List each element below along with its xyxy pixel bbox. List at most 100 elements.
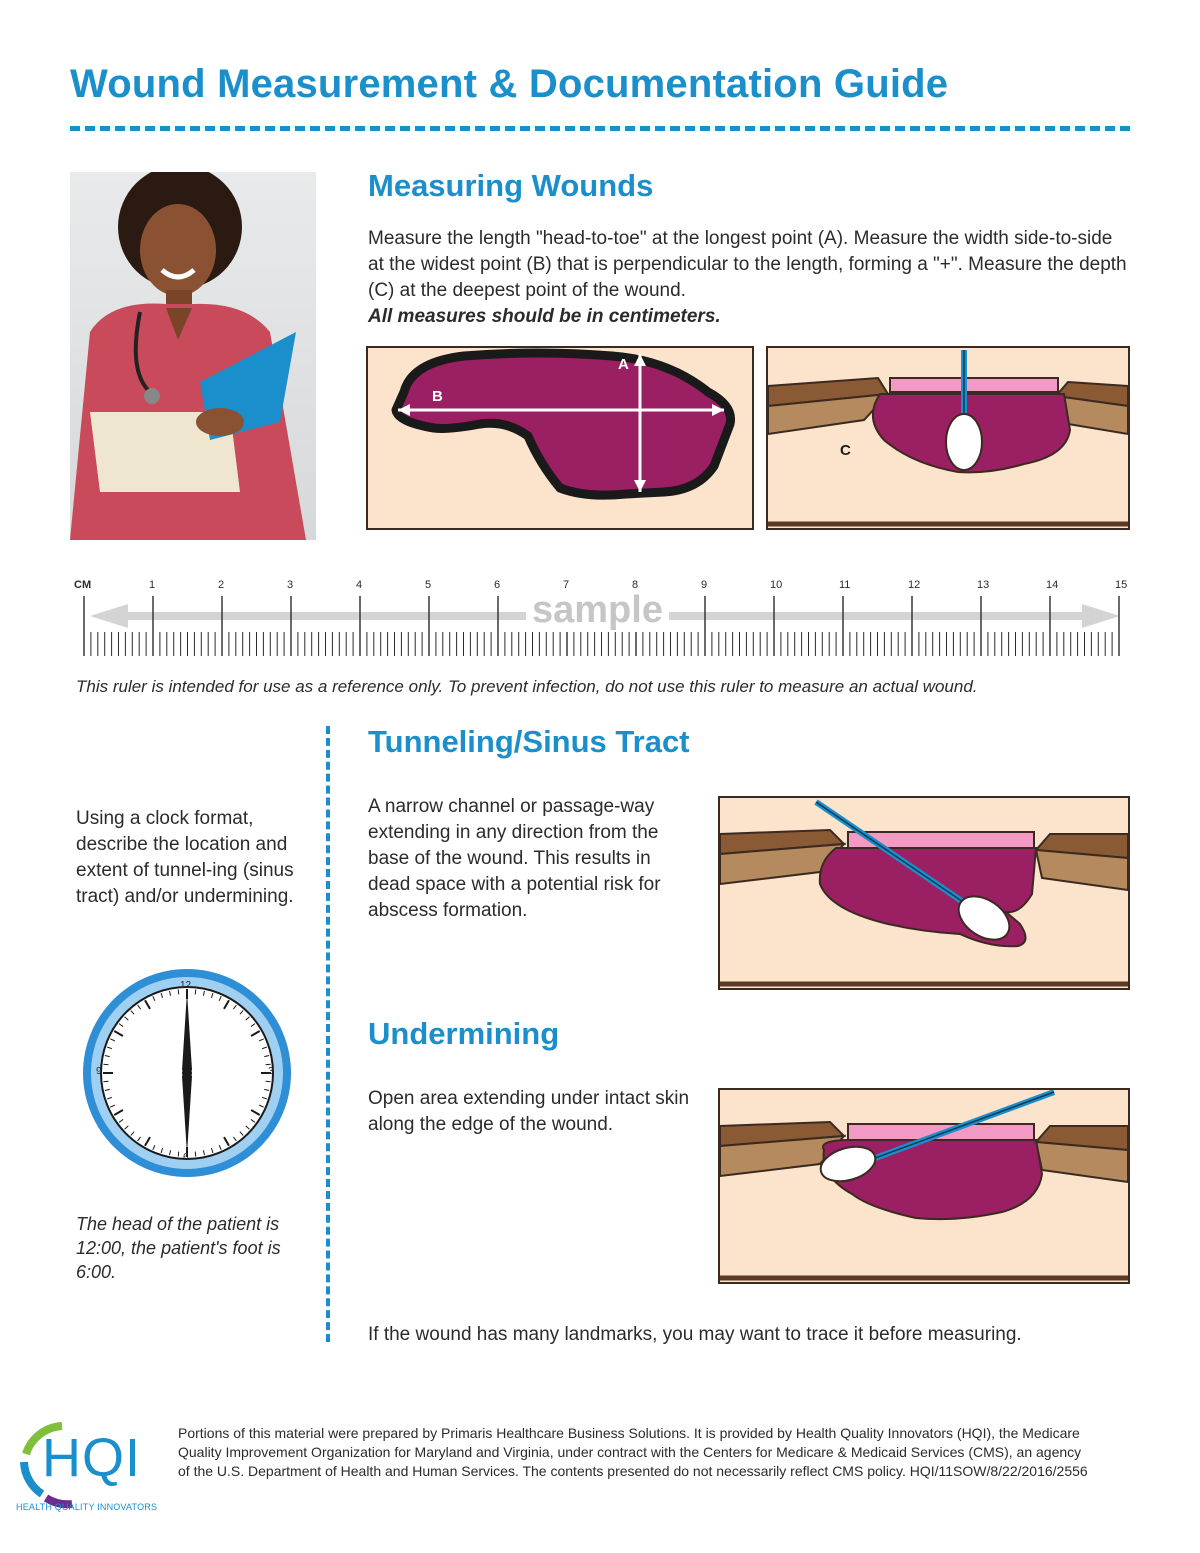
- ruler-number: 6: [494, 579, 501, 591]
- clock-minute-tick: [169, 990, 172, 996]
- clock-minute-tick: [160, 992, 164, 999]
- clock-minute-tick: [124, 1016, 129, 1021]
- undermining-body: Open area extending under intact skin al…: [368, 1088, 690, 1135]
- ruler-number: 11: [839, 579, 851, 591]
- ruler-number: 9: [701, 579, 708, 591]
- logo-text: HQI: [42, 1428, 142, 1488]
- clock-minute-tick: [218, 996, 222, 1002]
- clock-instructions: Using a clock format, describe the locat…: [76, 808, 294, 907]
- clock-minute-tick: [239, 1131, 244, 1136]
- label-a: A: [618, 356, 629, 373]
- tunneling-body: A narrow channel or passage-way extendin…: [368, 796, 661, 921]
- clock-minute-tick: [218, 1144, 222, 1150]
- clock-label-6: 6: [183, 1152, 189, 1163]
- clock-minute-tick: [258, 1038, 264, 1042]
- ruler-number: 2: [218, 579, 225, 591]
- clock-minute-tick: [202, 990, 205, 996]
- clock-hour-tick: [250, 1030, 261, 1037]
- clock-minute-tick: [265, 1080, 271, 1083]
- clock-minute-tick: [152, 1144, 156, 1150]
- clock-minute-tick: [137, 1004, 141, 1010]
- ruler-number: 5: [425, 579, 432, 591]
- undermining-heading: Undermining: [368, 1016, 560, 1051]
- clock-label-12: 12: [180, 980, 192, 991]
- clock-minute-tick: [124, 1125, 129, 1130]
- clock-minute-tick: [250, 1119, 256, 1123]
- clock-hour-tick: [223, 1136, 230, 1147]
- ruler-number: 7: [563, 579, 570, 591]
- clock-minute-tick: [265, 1063, 271, 1066]
- clock-minute-tick: [104, 1088, 110, 1091]
- clock-hour-tick: [113, 1109, 124, 1116]
- title-divider: [70, 126, 1130, 131]
- clock-minute-tick: [104, 1055, 110, 1058]
- clock-minute-tick: [194, 1151, 197, 1157]
- footer-disclaimer: Portions of this material were prepared …: [178, 1425, 1088, 1479]
- clock-hour-tick: [144, 999, 151, 1010]
- clock-minute-tick: [103, 1063, 109, 1066]
- ruler-number: 14: [1046, 579, 1059, 591]
- clock-minute-tick: [261, 1096, 268, 1100]
- clock-hour-tick: [113, 1030, 124, 1037]
- ruler-number: 13: [977, 579, 990, 591]
- ruler-unit-label: CM: [74, 579, 92, 591]
- clock-minute-tick: [233, 1004, 237, 1010]
- clock-minute-tick: [177, 1151, 180, 1157]
- clock-minute-tick: [233, 1136, 237, 1142]
- ruler-watermark: sample: [526, 588, 669, 632]
- clock-minute-tick: [160, 1147, 164, 1154]
- clock-minute-tick: [210, 992, 214, 999]
- ruler-number: 4: [356, 579, 363, 591]
- ruler-number: 15: [1115, 579, 1128, 591]
- nurse-photo: [70, 172, 316, 540]
- clock-minute-tick: [177, 989, 180, 995]
- page-title: Wound Measurement & Documentation Guide: [70, 62, 949, 106]
- wound-length-width-diagram: A B: [366, 346, 754, 530]
- label-c: C: [840, 442, 851, 459]
- clock-minute-tick: [194, 989, 197, 995]
- clock-minute-tick: [110, 1038, 116, 1042]
- clock-minute-tick: [137, 1136, 141, 1142]
- clock-minute-tick: [245, 1016, 250, 1021]
- label-b: B: [432, 388, 443, 405]
- clock-minute-tick: [106, 1046, 113, 1050]
- clock-minute-tick: [110, 1104, 116, 1108]
- clock-minute-tick: [261, 1046, 268, 1050]
- clock-caption: The head of the patient is 12:00, the pa…: [76, 1214, 281, 1282]
- clock-label-3: 3: [268, 1066, 274, 1077]
- clock-minute-tick: [210, 1147, 214, 1154]
- ruler-number: 8: [632, 579, 639, 591]
- trace-tip: If the wound has many landmarks, you may…: [368, 1324, 1022, 1345]
- ruler-number: 12: [908, 579, 921, 591]
- wound-depth-diagram: C: [766, 346, 1130, 530]
- clock-minute-tick: [103, 1080, 109, 1083]
- clock-diagram: 12 3 6 9: [80, 966, 294, 1180]
- clock-minute-tick: [106, 1096, 113, 1100]
- clock-minute-tick: [264, 1088, 270, 1091]
- clock-minute-tick: [245, 1125, 250, 1130]
- clock-minute-tick: [202, 1150, 205, 1156]
- clock-minute-tick: [264, 1055, 270, 1058]
- ruler-number: 10: [770, 579, 783, 591]
- clock-minute-tick: [130, 1131, 135, 1136]
- clock-minute-tick: [169, 1150, 172, 1156]
- undermining-diagram: [718, 1088, 1130, 1284]
- ruler-number: 3: [287, 579, 294, 591]
- clock-minute-tick: [130, 1010, 135, 1015]
- clock-hour-tick: [250, 1109, 261, 1116]
- clock-minute-tick: [118, 1119, 124, 1123]
- tunneling-diagram: [718, 796, 1130, 990]
- clock-minute-tick: [118, 1023, 124, 1027]
- clock-hour-tick: [144, 1136, 151, 1147]
- ruler-disclaimer: This ruler is intended for use as a refe…: [76, 677, 978, 696]
- ruler-number: 1: [149, 579, 156, 591]
- measuring-body: Measure the length "head-to-toe" at the …: [368, 228, 1127, 301]
- clock-hour-tick: [223, 999, 230, 1010]
- measuring-note: All measures should be in centimeters.: [368, 306, 721, 327]
- hqi-logo: HQI HEALTH QUALITY INNOVATORS: [16, 1404, 166, 1522]
- logo-tagline: HEALTH QUALITY INNOVATORS: [16, 1502, 158, 1512]
- clock-minute-tick: [258, 1104, 264, 1108]
- section-divider: [326, 726, 330, 1342]
- clock-minute-tick: [239, 1010, 244, 1015]
